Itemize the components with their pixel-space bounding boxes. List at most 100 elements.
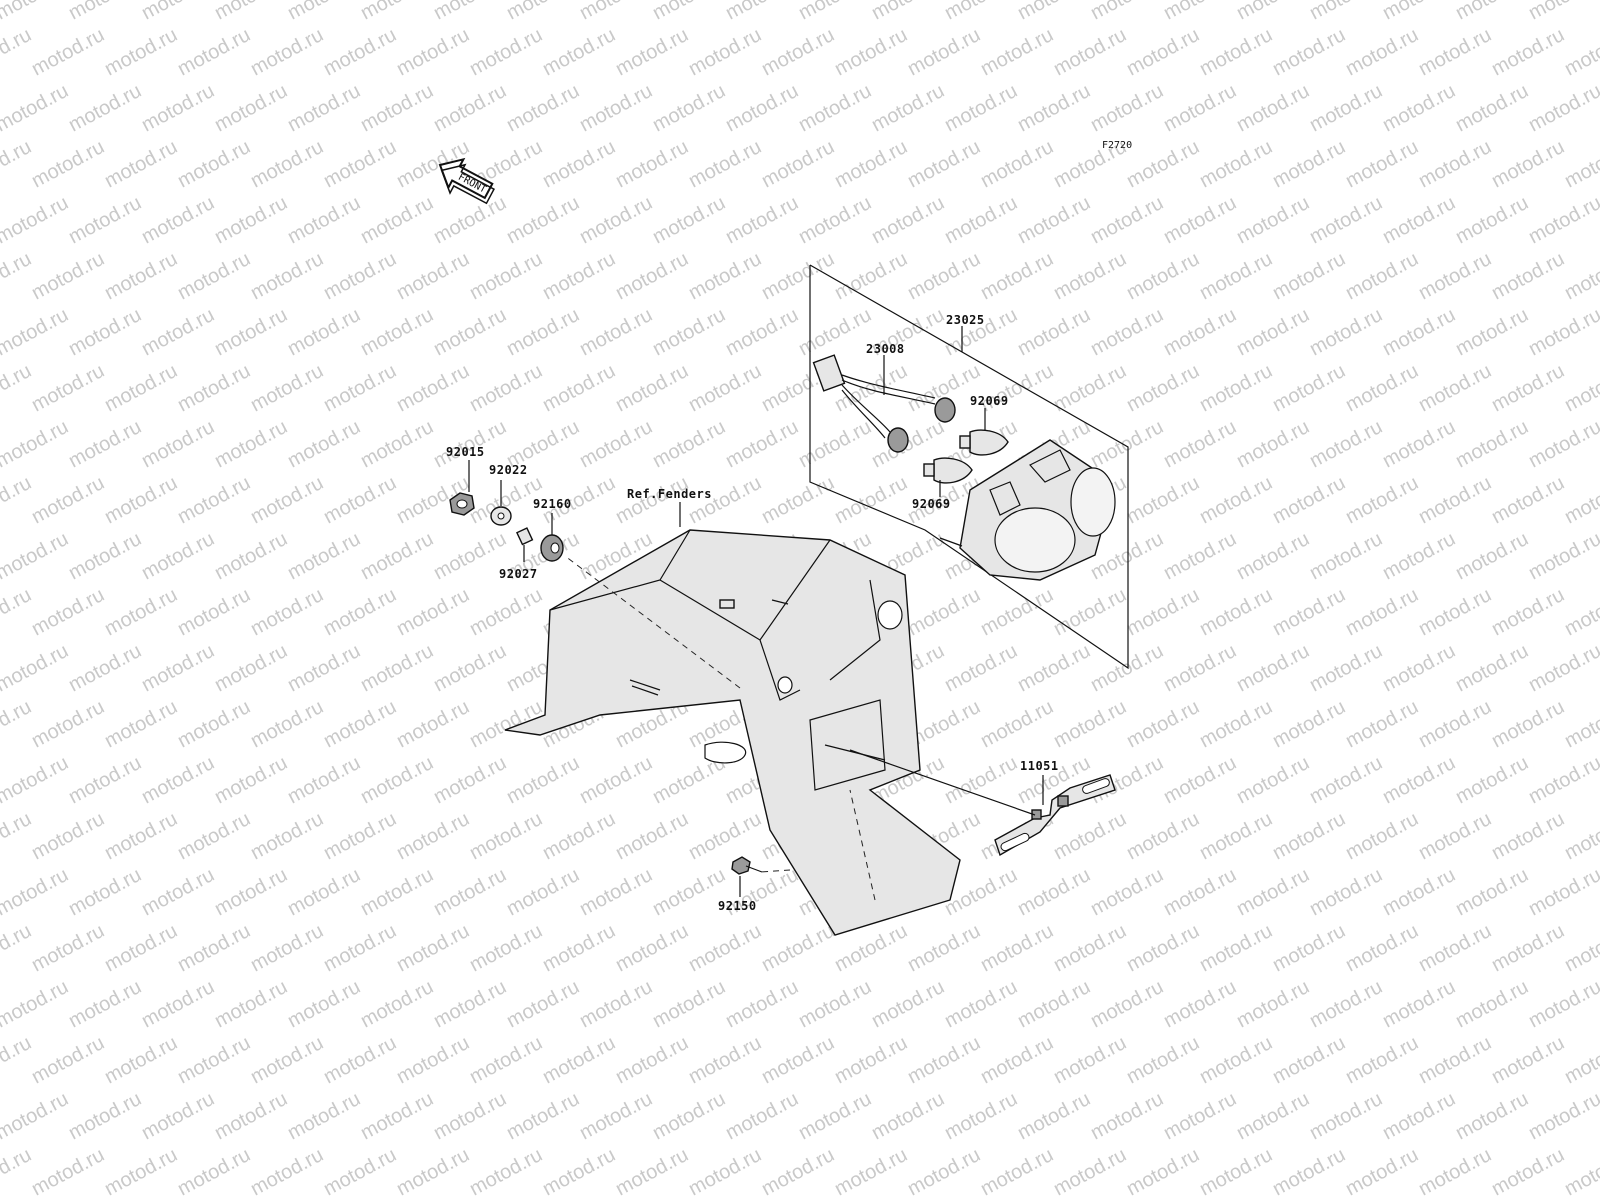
watermark-text: motod.ru	[65, 864, 145, 920]
watermark-text: motod.ru	[758, 472, 838, 528]
watermark-text: motod.ru	[65, 416, 145, 472]
watermark-text: motod.ru	[28, 360, 108, 416]
watermark-text: motod.ru	[1196, 1032, 1276, 1088]
watermark-text: motod.ru	[831, 136, 911, 192]
watermark-text: motod.ru	[211, 416, 291, 472]
watermark-text: motod.ru	[1306, 752, 1386, 808]
watermark-text: motod.ru	[1160, 304, 1240, 360]
watermark-text: motod.ru	[0, 248, 35, 304]
watermark-text: motod.ru	[1306, 640, 1386, 696]
watermark-text: motod.ru	[685, 1032, 765, 1088]
watermark-text: motod.ru	[1087, 1088, 1167, 1144]
watermark-text: motod.ru	[649, 1088, 729, 1144]
watermark-text: motod.ru	[284, 80, 364, 136]
watermark-text: motod.ru	[1160, 528, 1240, 584]
watermark-text: motod.ru	[0, 752, 72, 808]
watermark-text: motod.ru	[357, 640, 437, 696]
watermark-text: motod.ru	[28, 472, 108, 528]
watermark-text: motod.ru	[941, 976, 1021, 1032]
watermark-text: motod.ru	[393, 248, 473, 304]
label-92150: 92150	[718, 899, 757, 913]
watermark-text: motod.ru	[612, 360, 692, 416]
watermark-text: motod.ru	[1196, 920, 1276, 976]
watermark-text: motod.ru	[1415, 360, 1495, 416]
watermark-text: motod.ru	[1050, 808, 1130, 864]
watermark-text: motod.ru	[357, 528, 437, 584]
watermark-text: motod.ru	[1050, 920, 1130, 976]
watermark-text: motod.ru	[357, 304, 437, 360]
watermark-text: motod.ru	[466, 1032, 546, 1088]
watermark-text: motod.ru	[795, 80, 875, 136]
watermark-text: motod.ru	[1196, 696, 1276, 752]
watermark-text: motod.ru	[65, 80, 145, 136]
watermark-text: motod.ru	[138, 0, 218, 24]
watermark-text: motod.ru	[28, 248, 108, 304]
watermark-text: motod.ru	[393, 584, 473, 640]
watermark-text: motod.ru	[1342, 584, 1422, 640]
label-92027: 92027	[499, 567, 538, 581]
watermark-text: motod.ru	[576, 416, 656, 472]
watermark-text: motod.ru	[1196, 472, 1276, 528]
watermark-text: motod.ru	[28, 584, 108, 640]
watermark-text: motod.ru	[284, 0, 364, 24]
watermark-text: motod.ru	[1050, 248, 1130, 304]
watermark-text: motod.ru	[284, 1088, 364, 1144]
watermark-text: motod.ru	[1196, 136, 1276, 192]
watermark-text: motod.ru	[539, 808, 619, 864]
watermark-text: motod.ru	[685, 248, 765, 304]
watermark-text: motod.ru	[1087, 304, 1167, 360]
watermark-text: motod.ru	[1488, 696, 1568, 752]
watermark-text: motod.ru	[1379, 640, 1459, 696]
watermark-text: motod.ru	[28, 24, 108, 80]
watermark-text: motod.ru	[977, 136, 1057, 192]
watermark-text: motod.ru	[466, 248, 546, 304]
watermark-text: motod.ru	[101, 696, 181, 752]
watermark-text: motod.ru	[722, 416, 802, 472]
watermark-text: motod.ru	[1342, 136, 1422, 192]
watermark-text: motod.ru	[247, 808, 327, 864]
watermark-text: motod.ru	[649, 0, 729, 24]
watermark-text: motod.ru	[1123, 920, 1203, 976]
watermark-text: motod.ru	[1306, 416, 1386, 472]
watermark-text: motod.ru	[576, 192, 656, 248]
front-arrow-icon: FRONT	[438, 157, 495, 205]
watermark-text: motod.ru	[539, 248, 619, 304]
watermark-text: motod.ru	[1342, 248, 1422, 304]
watermark-text: motod.ru	[1452, 528, 1532, 584]
watermark-text: motod.ru	[357, 192, 437, 248]
watermark-text: motod.ru	[1561, 248, 1600, 304]
watermark-text: motod.ru	[284, 864, 364, 920]
watermark-text: motod.ru	[1561, 472, 1600, 528]
watermark-text: motod.ru	[941, 752, 1021, 808]
watermark-text: motod.ru	[1342, 696, 1422, 752]
watermark-text: motod.ru	[758, 136, 838, 192]
watermark-text: motod.ru	[831, 1144, 911, 1200]
watermark-text: motod.ru	[503, 80, 583, 136]
label-23025: 23025	[946, 313, 985, 327]
watermark-text: motod.ru	[904, 584, 984, 640]
watermark-text: motod.ru	[831, 248, 911, 304]
watermark-text: motod.ru	[1306, 192, 1386, 248]
watermark-text: motod.ru	[503, 0, 583, 24]
watermark-text: motod.ru	[576, 1088, 656, 1144]
watermark-text: motod.ru	[65, 752, 145, 808]
watermark-text: motod.ru	[503, 192, 583, 248]
watermark-text: motod.ru	[174, 136, 254, 192]
watermark-text: motod.ru	[795, 976, 875, 1032]
watermark-text: motod.ru	[1379, 528, 1459, 584]
watermark-text: motod.ru	[0, 1088, 72, 1144]
watermark-text: motod.ru	[1123, 248, 1203, 304]
watermark-text: motod.ru	[393, 360, 473, 416]
leader-dash-bolt	[759, 869, 791, 873]
watermark-text: motod.ru	[430, 192, 510, 248]
watermark-text: motod.ru	[1561, 696, 1600, 752]
watermark-text: motod.ru	[357, 752, 437, 808]
watermark-text: motod.ru	[795, 416, 875, 472]
watermark-text: motod.ru	[0, 360, 35, 416]
watermark-text: motod.ru	[430, 640, 510, 696]
watermark-text: motod.ru	[174, 248, 254, 304]
watermark-text: motod.ru	[1525, 864, 1600, 920]
watermark-text: motod.ru	[503, 752, 583, 808]
watermark-text: motod.ru	[0, 304, 72, 360]
